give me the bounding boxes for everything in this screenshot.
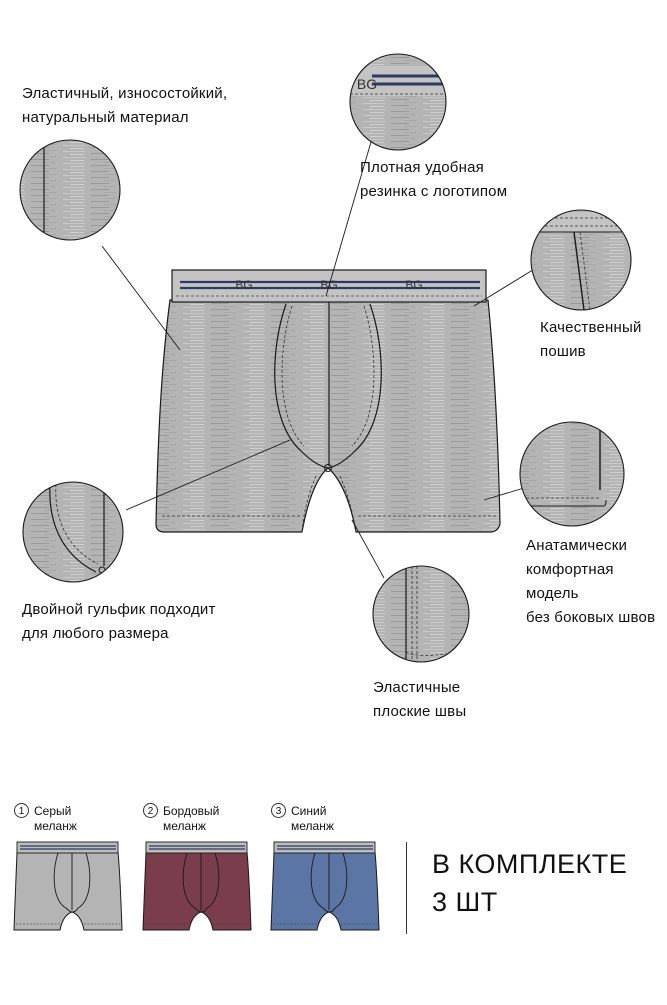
variant-thumbnails <box>13 841 380 931</box>
detail-side <box>519 421 625 527</box>
pack-title: В КОМПЛЕКТЕ 3 ШТ <box>432 849 628 917</box>
detail-stitching <box>530 209 632 311</box>
feature-pouch: Двойной гульфик подходит для любого разм… <box>22 601 216 642</box>
detail-flat-seams <box>372 565 470 663</box>
detail-fabric <box>19 139 121 241</box>
main-logo-left: BG <box>235 278 252 292</box>
main-logo-right: BG <box>405 278 422 292</box>
feature-waistband: Плотная удобная резинка с логотипом <box>360 159 508 200</box>
feature-material: Эластичный, износостойкий, натуральный м… <box>22 85 228 126</box>
variant-3-label: Синий меланж <box>291 804 334 833</box>
svg-text:BG: BG <box>357 76 377 92</box>
variant-1-label: Серый меланж <box>34 804 77 833</box>
variant-2-label: Бордовый меланж <box>163 804 220 833</box>
feature-flat-seams: Эластичные плоские швы <box>373 679 467 720</box>
divider <box>406 842 407 934</box>
main-pouch <box>274 303 382 469</box>
feature-anatomic: Анатамически комфортная модель без боков… <box>526 537 656 626</box>
variant-2-boxer <box>142 841 252 931</box>
variant-1-number: 1 <box>14 803 29 818</box>
detail-pouch <box>22 481 124 583</box>
callout-lines <box>101 117 537 579</box>
feature-stitching: Качественный пошив <box>540 319 642 360</box>
detail-waistband: BG <box>349 53 447 151</box>
variant-3-number: 3 <box>271 803 286 818</box>
variant-2-number: 2 <box>143 803 158 818</box>
main-boxer-body <box>155 299 501 533</box>
variant-3-boxer <box>270 841 380 931</box>
main-boxer: BG BG BG <box>155 269 501 533</box>
variant-1-boxer <box>13 841 123 931</box>
